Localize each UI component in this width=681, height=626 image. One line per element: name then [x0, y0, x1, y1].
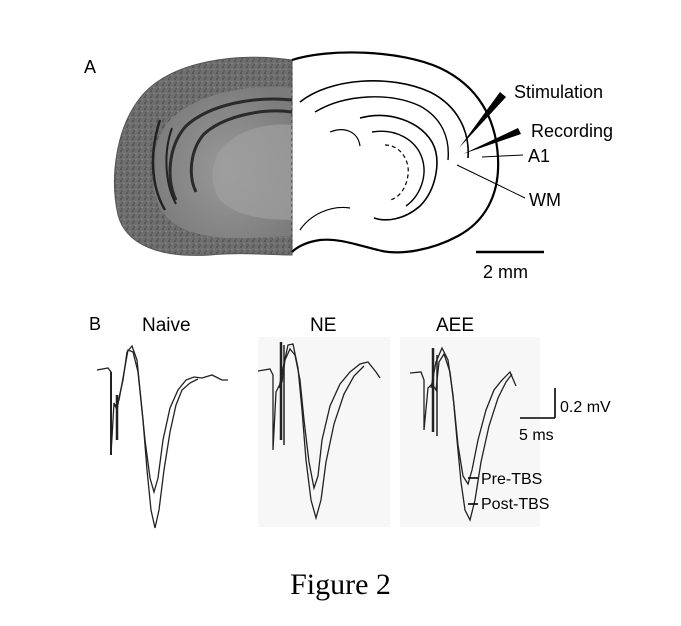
scale-bar-voltage-label: 0.2 mV: [560, 399, 611, 416]
scale-bar-a-label: 2 mm: [483, 262, 528, 282]
figure-caption: Figure 2: [290, 568, 391, 601]
panel-a-letter: A: [84, 57, 96, 77]
trace-naive: [96, 344, 228, 529]
recording-electrode: [463, 128, 521, 154]
scale-bar-b: [520, 388, 556, 419]
trace-aee: [409, 346, 517, 522]
trace-bg-aee: [400, 337, 540, 527]
trace-ne: [257, 342, 381, 521]
group-label-aee: AEE: [436, 315, 474, 336]
a1-label: A1: [528, 146, 550, 166]
post-tbs-label: Post-TBS: [481, 496, 549, 513]
group-label-ne: NE: [310, 315, 336, 336]
stimulation-label: Stimulation: [514, 82, 603, 102]
brain-section-stained: [114, 56, 293, 256]
a1-leader: [481, 154, 524, 158]
stimulation-electrode: [459, 92, 506, 148]
group-label-naive: Naive: [142, 315, 191, 336]
wm-label: WM: [529, 190, 561, 210]
pre-tbs-label: Pre-TBS: [481, 471, 542, 488]
recording-label: Recording: [531, 121, 613, 141]
wm-leader: [456, 164, 526, 199]
panel-b-letter: B: [89, 314, 101, 334]
scale-bar-time-label: 5 ms: [519, 427, 554, 444]
brain-section-outline: [291, 51, 500, 254]
